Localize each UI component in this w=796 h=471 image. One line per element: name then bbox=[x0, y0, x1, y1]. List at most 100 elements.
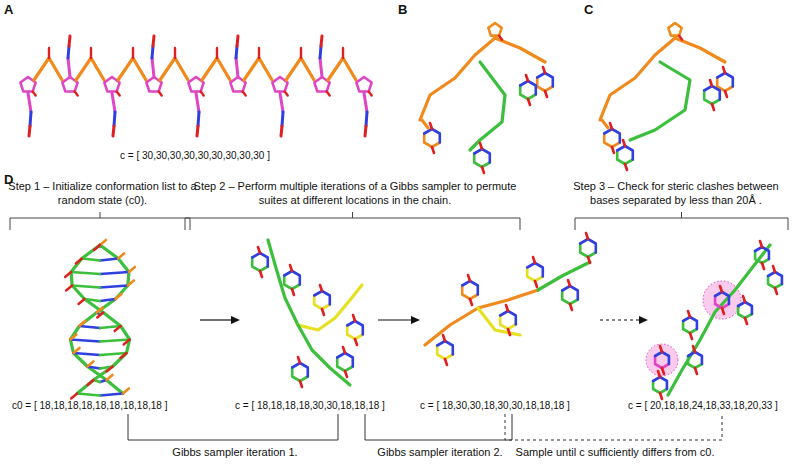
backbone bbox=[462, 281, 478, 295]
backbone bbox=[474, 154, 490, 168]
backbone bbox=[286, 58, 314, 80]
bond bbox=[725, 91, 727, 97]
backbone bbox=[425, 290, 538, 345]
bond bbox=[69, 36, 70, 46]
panel-letter: A bbox=[4, 2, 13, 18]
backbone bbox=[337, 353, 353, 367]
bond bbox=[660, 393, 662, 399]
bond bbox=[722, 308, 724, 314]
bond bbox=[97, 308, 103, 313]
backbone bbox=[562, 291, 578, 305]
backbone bbox=[488, 23, 501, 36]
bond bbox=[121, 353, 127, 358]
bond bbox=[342, 48, 344, 58]
backbone bbox=[688, 356, 702, 368]
backbone bbox=[500, 316, 516, 330]
bond bbox=[106, 375, 112, 380]
bond bbox=[470, 299, 472, 305]
backbone bbox=[437, 341, 453, 355]
bond bbox=[745, 318, 747, 324]
bond bbox=[430, 123, 432, 129]
bond bbox=[445, 359, 447, 365]
bond bbox=[132, 48, 134, 58]
backbone bbox=[71, 245, 130, 394]
bond bbox=[586, 233, 588, 239]
arrow-head bbox=[231, 316, 240, 324]
backbone bbox=[462, 286, 478, 300]
bond bbox=[602, 120, 608, 128]
bond bbox=[533, 257, 535, 263]
bond bbox=[100, 299, 115, 301]
conformation-list: c = [ 30,30,30,30,30,30,30,30,30 ] bbox=[45, 150, 345, 163]
conformation-list: c = [ 20,18,18,24,18,33,18,20,33 ] bbox=[628, 400, 778, 413]
bond bbox=[97, 313, 103, 318]
iteration-bracket bbox=[128, 414, 338, 440]
backbone bbox=[314, 291, 330, 305]
bond bbox=[568, 280, 570, 286]
backbone bbox=[668, 23, 681, 36]
bond bbox=[660, 346, 662, 352]
bond bbox=[128, 281, 134, 286]
bond bbox=[114, 112, 115, 126]
backbone bbox=[683, 317, 697, 329]
backbone bbox=[420, 38, 545, 120]
backbone bbox=[538, 262, 590, 290]
bond bbox=[100, 340, 130, 342]
backbone bbox=[328, 58, 356, 80]
step-bracket bbox=[10, 212, 190, 230]
bond bbox=[196, 93, 199, 112]
backbone bbox=[337, 358, 353, 372]
iteration-bracket bbox=[505, 414, 722, 440]
bond bbox=[107, 367, 113, 372]
bond bbox=[87, 367, 100, 369]
bond bbox=[152, 46, 153, 58]
bond bbox=[695, 368, 697, 374]
step-bracket bbox=[575, 212, 788, 230]
bond bbox=[70, 335, 76, 340]
sampled-molecule bbox=[425, 233, 596, 365]
bond bbox=[499, 36, 502, 40]
bond bbox=[480, 143, 482, 149]
backbone bbox=[470, 62, 505, 150]
bond bbox=[482, 167, 484, 173]
bond bbox=[612, 147, 614, 153]
bond bbox=[570, 304, 572, 310]
bond bbox=[198, 112, 199, 126]
bond bbox=[345, 371, 347, 377]
bond bbox=[369, 91, 372, 95]
bond bbox=[662, 368, 664, 374]
backbone bbox=[537, 78, 553, 92]
bond bbox=[115, 294, 121, 299]
bond bbox=[79, 299, 85, 304]
backbone bbox=[356, 77, 371, 91]
backbone bbox=[347, 321, 363, 335]
backbone bbox=[527, 268, 543, 282]
bond bbox=[508, 329, 510, 335]
bond bbox=[743, 296, 745, 302]
step-note: Step 3 – Check for steric clashes betwee… bbox=[560, 180, 792, 208]
clash-sphere bbox=[703, 281, 741, 319]
backbone bbox=[500, 311, 516, 325]
backbone bbox=[683, 321, 697, 333]
backbone bbox=[630, 62, 690, 140]
backbone bbox=[704, 86, 720, 100]
step-note: Sample until c sufficiently differs from… bbox=[505, 446, 725, 460]
bond bbox=[201, 91, 204, 95]
backbone bbox=[668, 245, 770, 395]
bond bbox=[688, 311, 690, 317]
conformation-list: c0 = [ 18,18,18,18,18,18,18,18,18 ] bbox=[12, 400, 167, 413]
bond bbox=[153, 36, 154, 46]
bond bbox=[117, 91, 120, 95]
bond bbox=[290, 265, 292, 271]
superposed-suite bbox=[420, 23, 553, 173]
bond bbox=[322, 309, 324, 315]
bond bbox=[432, 147, 434, 153]
panel-letter: B bbox=[398, 2, 407, 18]
backbone bbox=[715, 292, 729, 304]
bond bbox=[422, 120, 428, 128]
bond bbox=[260, 271, 262, 277]
bond bbox=[29, 126, 30, 136]
backbone bbox=[520, 81, 536, 95]
bond bbox=[68, 58, 70, 77]
bond bbox=[623, 140, 625, 146]
